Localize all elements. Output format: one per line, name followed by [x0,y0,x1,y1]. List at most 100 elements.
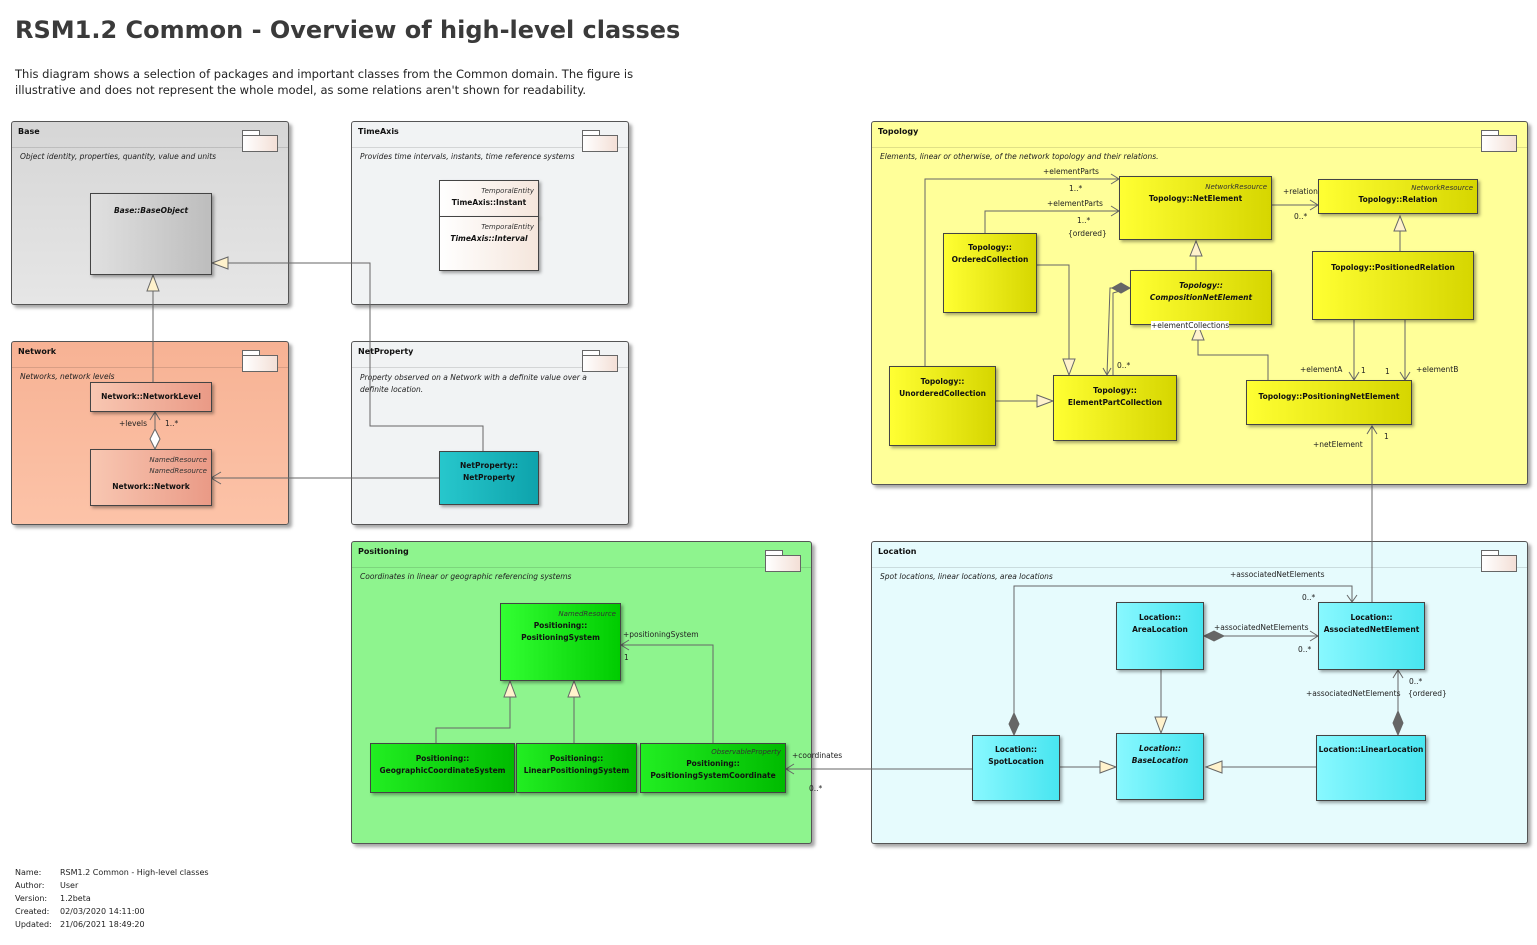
class-netproperty[interactable]: NetProperty:: NetProperty [439,451,539,505]
diagram-title: RSM1.2 Common - Overview of high-level c… [15,16,681,44]
package-title: Positioning [358,547,409,556]
class-name: Topology::NetElement [1148,194,1243,203]
class-name: LinearPositioningSystem [523,766,630,775]
role-label: +netElement [1313,440,1363,449]
class-location-associated-netelement[interactable]: Location:: AssociatedNetElement [1318,602,1425,670]
role-label: +associatedNetElements [1230,570,1325,579]
class-geographic-coordinate-system[interactable]: Positioning:: GeographicCoordinateSystem [370,743,515,793]
class-name-prefix: Topology:: [1179,281,1223,290]
class-topology-positioning-netelement[interactable]: Topology::PositioningNetElement [1246,380,1412,425]
class-name-prefix: Topology:: [920,377,965,386]
class-name: Topology::PositioningNetElement [1258,392,1400,401]
role-label: +levels [119,419,148,428]
multiplicity-label: 0..* [809,784,823,793]
class-name: PositioningSystemCoordinate [650,771,776,780]
class-topology-ordered-collection[interactable]: Topology:: OrderedCollection [943,233,1037,313]
class-timeaxis-interval[interactable]: TemporalEntity TimeAxis::Interval [439,216,539,271]
class-name: AssociatedNetElement [1323,625,1420,634]
class-location-spot[interactable]: Location:: SpotLocation [972,735,1060,801]
class-location-base[interactable]: Location:: BaseLocation [1116,733,1204,800]
package-icon [242,130,278,152]
class-linear-positioning-system[interactable]: Positioning:: LinearPositioningSystem [516,743,637,793]
class-topology-relation[interactable]: NetworkResource Topology::Relation [1318,179,1478,214]
class-name: PositioningSystem [521,633,600,642]
class-name: GeographicCoordinateSystem [379,766,506,775]
multiplicity-label: 1 [1385,367,1390,376]
multiplicity-label: 0..* [1409,677,1423,686]
role-label: +elementB [1416,365,1459,374]
class-name-prefix: Location:: [1138,744,1182,753]
package-positioning[interactable]: Positioning Coordinates in linear or geo… [351,541,812,844]
role-label: +relation [1283,187,1318,196]
class-positioning-system-coordinate[interactable]: ObservableProperty Positioning:: Positio… [640,743,786,793]
package-header [352,542,811,568]
meta-row-author: Author:User [15,881,79,890]
diagram-metadata: Name:RSM1.2 Common - High-level classes … [15,866,209,931]
class-stereotype: NamedResource [149,467,207,475]
class-name-prefix: Topology:: [1093,386,1137,395]
multiplicity-label: 0..* [1294,212,1308,221]
class-name: Network::NetworkLevel [101,392,201,401]
package-description: Spot locations, linear locations, area l… [880,572,1053,581]
package-icon [582,350,618,372]
package-description: Object identity, properties, quantity, v… [20,152,217,161]
multiplicity-label: 1..* [165,419,179,428]
multiplicity-label: 1..* [1077,216,1091,225]
class-name: AreaLocation [1132,625,1188,634]
class-network-level[interactable]: Network::NetworkLevel [90,382,212,412]
role-label: +coordinates [792,751,843,760]
package-header [352,122,628,148]
class-name-prefix: Location:: [1138,613,1182,622]
package-description: Coordinates in linear or geographic refe… [360,572,572,581]
constraint-label: {ordered} [1408,689,1447,698]
package-title: Topology [878,127,919,136]
class-name: SpotLocation [988,757,1044,766]
package-header [352,342,628,368]
class-name-prefix: Positioning:: [549,754,604,763]
package-title: Network [18,347,57,356]
class-positioning-system[interactable]: NamedResource Positioning:: PositioningS… [500,603,621,681]
role-label: +elementCollections [1151,321,1230,330]
class-topology-elementpart-collection[interactable]: Topology:: ElementPartCollection [1053,375,1177,441]
class-name: Topology::Relation [1358,195,1438,204]
multiplicity-label: 1..* [1069,184,1083,193]
class-location-linear[interactable]: Location::LinearLocation [1316,735,1426,801]
class-name-prefix: Location:: [994,745,1038,754]
class-name: TimeAxis::Interval [450,234,528,243]
class-stereotype: NamedResource [558,610,616,618]
package-icon [765,550,801,572]
class-name-prefix: Positioning:: [533,621,588,630]
class-name: TimeAxis::Instant [451,198,527,207]
class-topology-positioned-relation[interactable]: Topology::PositionedRelation [1312,251,1474,320]
multiplicity-label: 0..* [1302,593,1316,602]
package-header [12,342,288,368]
package-description-line: definite location. [360,385,424,394]
meta-row-updated: Updated:21/06/2021 18:49:20 [15,920,145,929]
package-description: Property observed on a Network with a de… [360,372,587,396]
class-location-area[interactable]: Location:: AreaLocation [1116,602,1204,670]
class-name: BaseLocation [1131,756,1189,765]
class-name-prefix: Topology:: [968,243,1012,252]
package-header [872,122,1527,148]
class-name-prefix: Location:: [1350,613,1393,622]
class-topology-unordered-collection[interactable]: Topology:: UnorderedCollection [889,366,996,446]
multiplicity-label: 0..* [1117,361,1131,370]
meta-row-created: Created:02/03/2020 14:11:00 [15,907,145,916]
class-network-network[interactable]: NamedResource NamedResource Network::Net… [90,449,212,506]
class-topology-composition-netelement[interactable]: Topology:: CompositionNetElement [1130,270,1272,325]
role-label: +elementParts [1047,199,1103,208]
constraint-label: {ordered} [1068,229,1107,238]
role-label: +elementA [1300,365,1343,374]
class-stereotype: NetworkResource [1411,184,1473,192]
package-description: Elements, linear or otherwise, of the ne… [880,152,1159,161]
class-base-object[interactable]: Base::BaseObject [90,193,212,275]
role-label: +associatedNetElements [1306,689,1401,698]
class-stereotype: NamedResource [149,456,207,464]
class-stereotype: NetworkResource [1205,183,1267,191]
class-stereotype: TemporalEntity [481,223,534,231]
role-label: +positioningSystem [623,630,699,639]
multiplicity-label: 1 [1361,366,1366,375]
class-timeaxis-instant[interactable]: TemporalEntity TimeAxis::Instant [439,180,539,217]
multiplicity-label: 0..* [1298,645,1312,654]
class-topology-netelement[interactable]: NetworkResource Topology::NetElement [1119,176,1272,240]
